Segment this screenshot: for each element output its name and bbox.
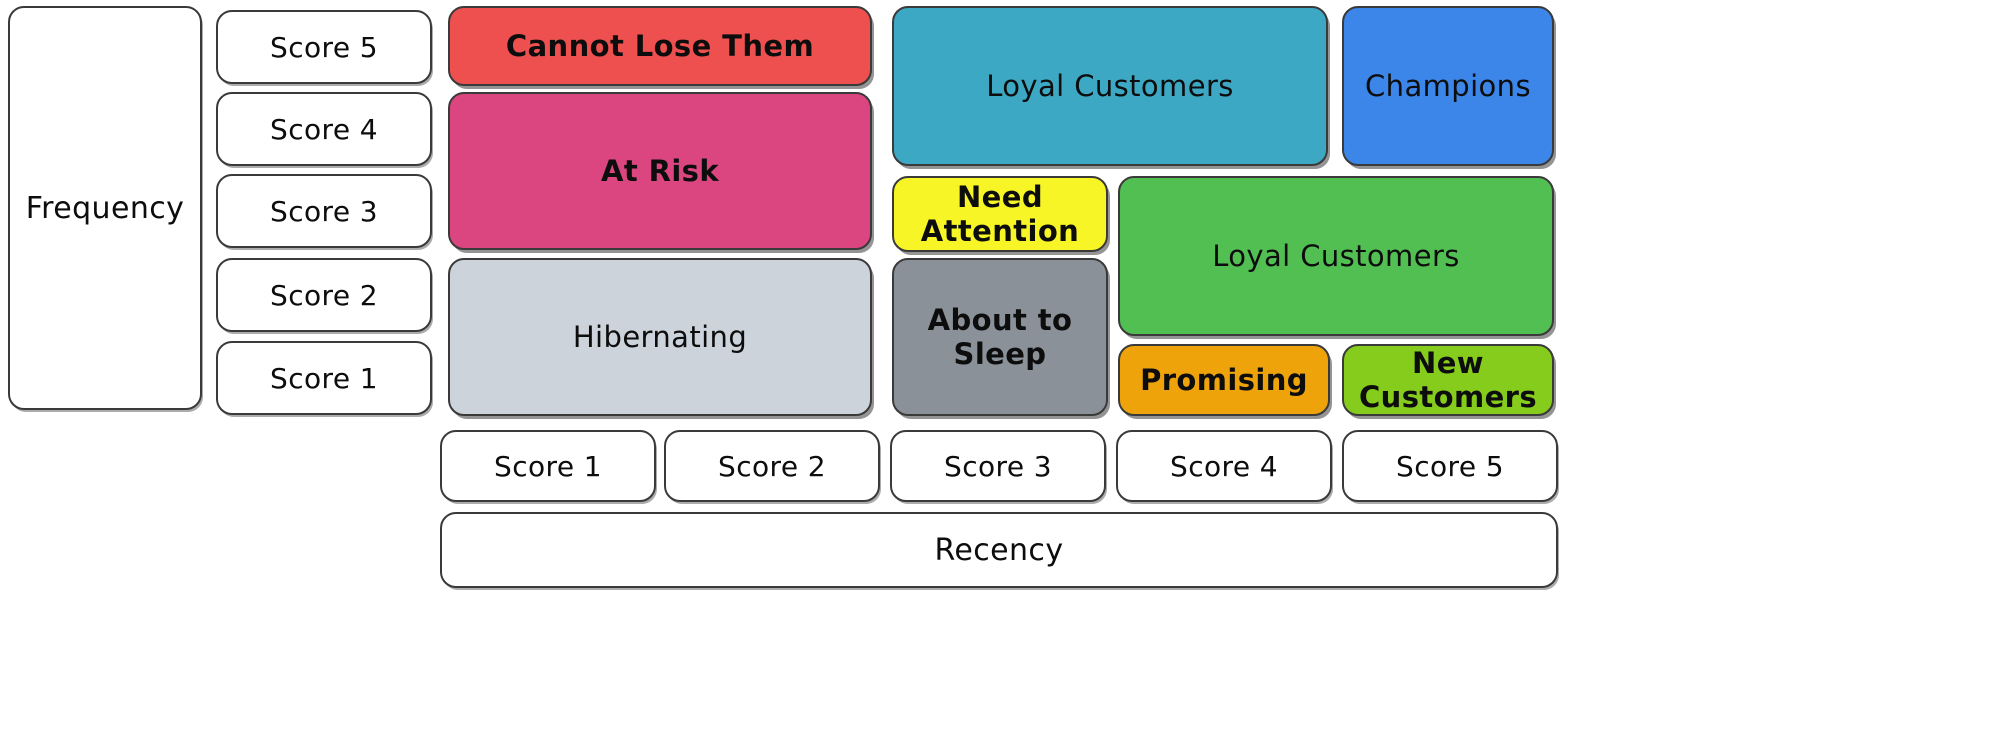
frequency-axis-label-text: Frequency (25, 190, 185, 226)
recency-score-3-label: Score 3 (944, 449, 1052, 483)
segment-promising[interactable]: Promising (1118, 344, 1330, 416)
recency-score-4[interactable]: Score 4 (1116, 430, 1332, 502)
recency-score-4-label: Score 4 (1170, 449, 1278, 483)
frequency-score-3[interactable]: Score 3 (216, 174, 432, 248)
segment-cannot-lose-them-label: Cannot Lose Them (505, 29, 815, 63)
frequency-score-4[interactable]: Score 4 (216, 92, 432, 166)
frequency-score-4-label: Score 4 (270, 112, 378, 146)
frequency-score-2[interactable]: Score 2 (216, 258, 432, 332)
recency-score-1-label: Score 1 (494, 449, 602, 483)
recency-score-1[interactable]: Score 1 (440, 430, 656, 502)
frequency-score-1[interactable]: Score 1 (216, 341, 432, 415)
segment-about-to-sleep-label: About to Sleep (927, 303, 1073, 371)
recency-score-2-label: Score 2 (718, 449, 826, 483)
segment-promising-label: Promising (1140, 363, 1308, 397)
segment-need-attention-label: Need Attention (920, 180, 1080, 248)
segment-loyal-customers-teal-label: Loyal Customers (986, 69, 1234, 103)
segment-loyal-customers-green[interactable]: Loyal Customers (1118, 176, 1554, 336)
recency-score-3[interactable]: Score 3 (890, 430, 1106, 502)
segment-new-customers-label: New Customers (1358, 346, 1538, 414)
segment-loyal-customers-teal[interactable]: Loyal Customers (892, 6, 1328, 166)
segment-loyal-customers-green-label: Loyal Customers (1212, 239, 1460, 273)
segment-champions-label: Champions (1365, 69, 1531, 103)
recency-score-5[interactable]: Score 5 (1342, 430, 1558, 502)
frequency-score-1-label: Score 1 (270, 361, 378, 395)
frequency-score-2-label: Score 2 (270, 278, 378, 312)
segment-about-to-sleep[interactable]: About to Sleep (892, 258, 1108, 416)
segment-new-customers[interactable]: New Customers (1342, 344, 1554, 416)
segment-hibernating-label: Hibernating (572, 320, 748, 354)
segment-champions[interactable]: Champions (1342, 6, 1554, 166)
segment-need-attention[interactable]: Need Attention (892, 176, 1108, 252)
segment-cannot-lose-them[interactable]: Cannot Lose Them (448, 6, 872, 86)
frequency-axis-label: Frequency (8, 6, 202, 410)
recency-axis-label-text: Recency (934, 532, 1064, 568)
recency-score-2[interactable]: Score 2 (664, 430, 880, 502)
frequency-score-5-label: Score 5 (270, 30, 378, 64)
segment-hibernating[interactable]: Hibernating (448, 258, 872, 416)
recency-axis-label: Recency (440, 512, 1558, 588)
recency-score-5-label: Score 5 (1396, 449, 1504, 483)
segment-at-risk-label: At Risk (600, 154, 720, 188)
segment-at-risk[interactable]: At Risk (448, 92, 872, 250)
frequency-score-3-label: Score 3 (270, 194, 378, 228)
frequency-score-5[interactable]: Score 5 (216, 10, 432, 84)
